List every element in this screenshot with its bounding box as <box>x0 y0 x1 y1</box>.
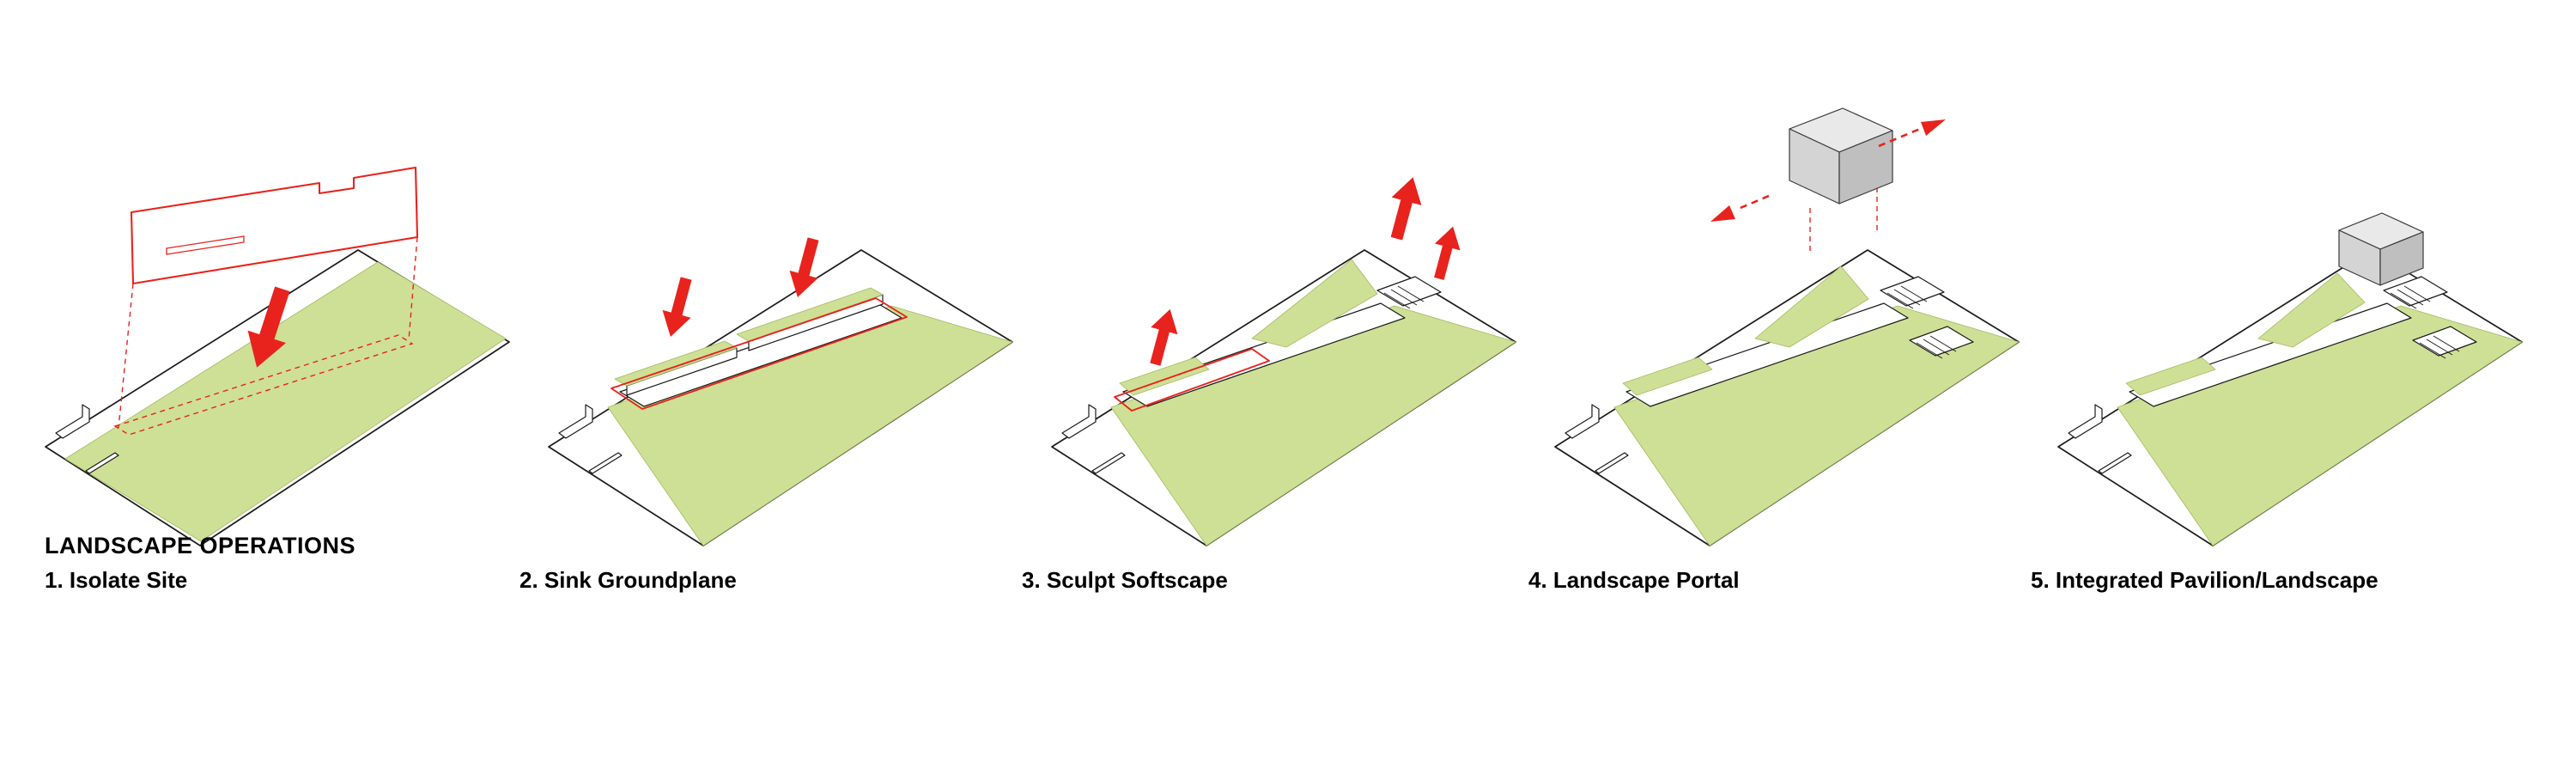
site-wall <box>2068 404 2103 439</box>
projection-line <box>408 236 418 341</box>
step-label-isolate-site: 1. Isolate Site <box>45 567 188 593</box>
site-wall <box>1564 404 1600 439</box>
pavilion-cube-side <box>1838 130 1893 204</box>
stair-tread <box>1383 292 1411 309</box>
portal-arrow-right-icon <box>1921 119 1946 136</box>
softscape-red-outline <box>1114 348 1270 412</box>
site-wall <box>1595 452 1629 474</box>
diagram-isolate-site <box>45 166 510 546</box>
softscape-ramp-tall <box>1251 259 1378 348</box>
step-label-sculpt-softscape: 3. Sculpt Softscape <box>1022 567 1228 593</box>
panel-sink-groundplane <box>532 0 1030 567</box>
up-arrow-icon <box>1390 177 1422 241</box>
stair-tread <box>1886 292 1914 309</box>
stair-tread <box>2390 292 2417 309</box>
stair-tread <box>1900 285 1928 302</box>
softscape-ramp <box>2125 357 2216 396</box>
stair-tread <box>1916 342 1943 359</box>
stair-tread <box>2426 339 2453 356</box>
step-label-integrated-pavilion: 5. Integrated Pavilion/Landscape <box>2031 567 2379 593</box>
stair-tread <box>1923 339 1950 356</box>
stair-tread <box>1893 289 1921 306</box>
green-roof-strip <box>736 287 884 342</box>
portal-arrow-shaft <box>1878 127 1921 148</box>
down-arrow-icon <box>662 277 692 337</box>
site-wall <box>55 404 90 439</box>
site-wall <box>1061 404 1097 439</box>
wall-opening <box>166 235 245 255</box>
up-arrow-icon <box>1150 308 1178 366</box>
site-wall <box>85 452 119 474</box>
site-wall <box>588 452 623 474</box>
panel-isolate-site <box>29 0 527 567</box>
diagram-sculpt-softscape <box>1051 177 1516 546</box>
softscape-ramp-tall <box>1754 265 1869 348</box>
panel-sculpt-softscape <box>1036 0 1534 567</box>
landing-dashed-outline <box>113 334 414 436</box>
sunken-plane-red-outline <box>611 297 908 410</box>
diagram-landscape-portal <box>1554 107 2020 546</box>
panel-landscape-portal <box>1539 0 2037 567</box>
site-wall <box>558 404 593 439</box>
pavilion-cube-side <box>2379 231 2424 286</box>
stair-tread <box>2403 285 2431 302</box>
down-arrow-icon <box>247 286 290 368</box>
diagram-sink-groundplane <box>548 237 1013 546</box>
portal-arrow-left-icon <box>1710 205 1735 222</box>
site-wall <box>2098 452 2132 474</box>
stair-tread <box>1390 289 1418 306</box>
step-label-landscape-portal: 4. Landscape Portal <box>1528 567 1740 593</box>
panel-integrated-pavilion <box>2042 0 2540 567</box>
stair-tread <box>2433 335 2460 352</box>
portal-arrow-shaft <box>1735 194 1770 211</box>
stair-tread <box>1397 285 1425 302</box>
diagram-integrated-pavilion <box>2057 212 2523 546</box>
softscape-ramp-tall <box>2257 272 2366 348</box>
red-wall-outline <box>130 166 419 285</box>
site-wall <box>1091 452 1126 474</box>
stair-tread <box>1929 335 1957 352</box>
stair-tread <box>2419 342 2446 359</box>
green-roof-strip <box>614 340 738 387</box>
softscape-ramp <box>1622 357 1713 396</box>
stair-tread <box>2397 289 2424 306</box>
step-label-sink-groundplane: 2. Sink Groundplane <box>519 567 737 593</box>
down-arrow-icon <box>789 237 819 297</box>
up-arrow-icon <box>1434 226 1461 280</box>
